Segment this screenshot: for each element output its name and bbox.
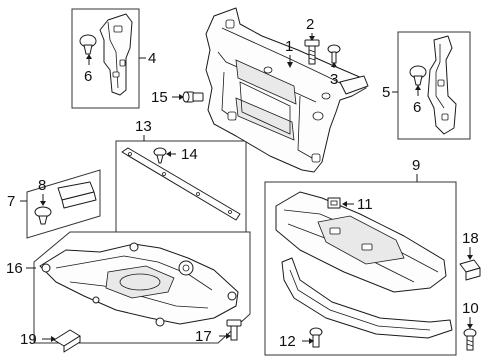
callout-3: 3: [330, 71, 338, 88]
callout-5: 5: [382, 84, 390, 101]
seal-strip-13: [121, 147, 241, 221]
group-box-7: [26, 169, 101, 239]
callout-14: 14: [181, 146, 198, 163]
callout-9: 9: [412, 157, 420, 174]
group-box-5: [397, 31, 471, 140]
nut-clip-11: [327, 197, 341, 209]
sensor-15: [182, 91, 204, 103]
callout-4: 4: [148, 50, 156, 67]
callout-17: 17: [195, 328, 212, 345]
bolt-2: [304, 39, 320, 65]
bracket-7: [57, 181, 97, 209]
callout-11: 11: [357, 196, 373, 213]
engine-splash-shield-16: [39, 242, 239, 327]
clip-19: [53, 329, 81, 353]
lower-air-deflector-9: [275, 191, 447, 293]
callout-2: 2: [306, 16, 314, 33]
push-pin-clip-6-left: [79, 34, 97, 55]
clip-18: [459, 259, 481, 281]
callout-15: 15: [151, 89, 168, 106]
callout-6-right: 6: [413, 99, 421, 116]
bolt-17: [226, 319, 242, 341]
callout-7: 7: [7, 193, 15, 210]
lower-valance-strip: [281, 257, 453, 339]
right-air-deflector-bracket: [427, 35, 457, 135]
callout-6-left: 6: [84, 68, 92, 85]
left-air-deflector-bracket: [99, 13, 133, 96]
push-pin-14: [153, 147, 167, 164]
callout-12: 12: [279, 333, 296, 350]
callout-1: 1: [285, 38, 293, 55]
radiator-support-assembly: [205, 7, 369, 173]
callout-18: 18: [462, 230, 479, 247]
screw-12: [309, 327, 323, 348]
screw-3: [327, 44, 341, 64]
callout-10: 10: [462, 300, 479, 317]
callout-13: 13: [135, 118, 152, 135]
push-pin-8: [34, 206, 52, 225]
callout-16: 16: [6, 260, 23, 277]
callout-8: 8: [38, 177, 46, 194]
callout-19: 19: [20, 331, 37, 348]
push-pin-clip-6-right: [409, 65, 427, 86]
group-box-16: [33, 231, 251, 344]
group-box-9: [264, 181, 457, 356]
screw-10: [463, 328, 477, 351]
